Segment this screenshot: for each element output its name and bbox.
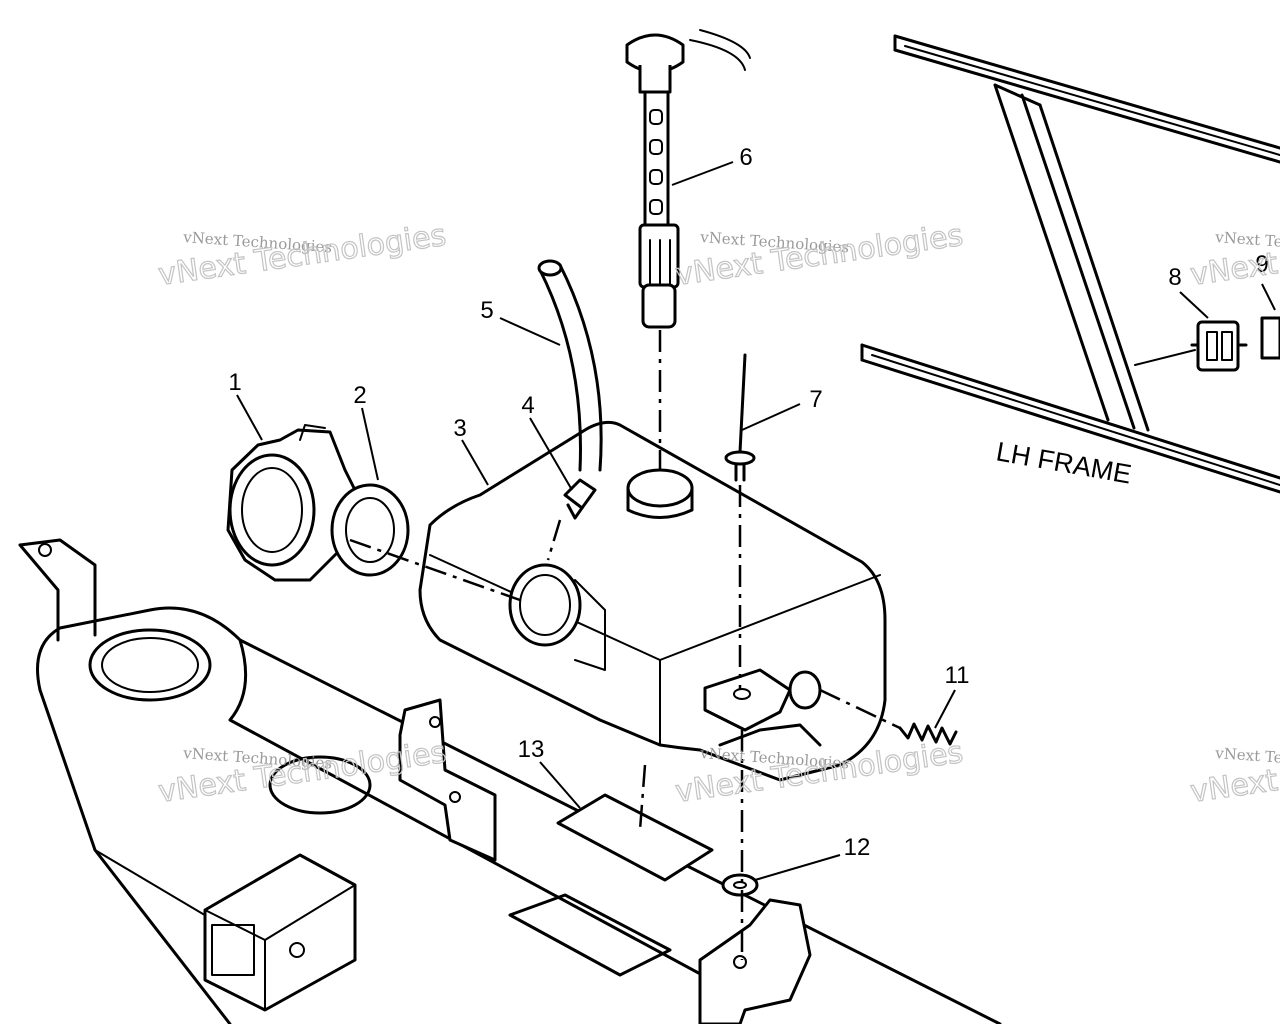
part-4-fitting — [563, 478, 597, 520]
callout-11: 11 — [945, 662, 970, 689]
part-12-washer — [721, 873, 759, 897]
callout-labels: 1 2 3 4 5 6 7 8 9 11 12 13 — [228, 144, 1268, 861]
part-6-dipstick — [625, 29, 751, 329]
part-13-pad — [556, 793, 714, 882]
callout-3: 3 — [453, 415, 466, 442]
leader-lines — [236, 161, 1276, 881]
callout-9: 9 — [1255, 251, 1268, 278]
callout-7: 7 — [809, 386, 822, 413]
part-7-pin — [724, 353, 756, 482]
part-3-oil-tank — [418, 420, 887, 782]
callout-1: 1 — [228, 369, 241, 396]
lh-frame — [860, 34, 1280, 494]
callout-6: 6 — [739, 144, 752, 171]
callout-8: 8 — [1168, 264, 1181, 291]
part-5-vent-hose — [537, 259, 603, 472]
part-11-spring — [898, 722, 958, 746]
part-1-fuel-cap — [226, 424, 362, 582]
mount-base — [18, 538, 1002, 1024]
part-8-clip — [1190, 320, 1248, 372]
callout-13: 13 — [518, 736, 545, 763]
callout-2: 2 — [353, 382, 366, 409]
callout-12: 12 — [844, 834, 871, 861]
lh-frame-label: LH FRAME — [994, 436, 1134, 489]
callout-4: 4 — [521, 392, 534, 419]
callout-5: 5 — [480, 297, 493, 324]
part-2-gasket — [330, 483, 410, 577]
part-9-clip — [1260, 316, 1280, 360]
assembly-centerlines — [349, 330, 901, 960]
